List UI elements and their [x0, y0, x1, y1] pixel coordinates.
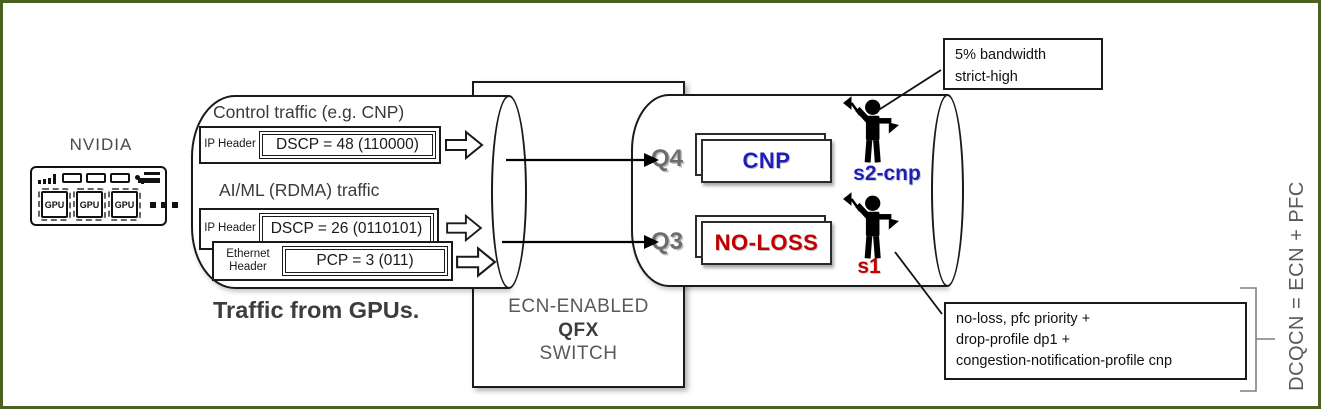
no-loss-profile-callout: no-loss, pfc priority + drop-profile dp1… [944, 302, 1247, 380]
vent-icon [138, 178, 160, 183]
strict-high-callout: 5% bandwidth strict-high [943, 38, 1103, 90]
block-arrow-right-icon [445, 129, 484, 161]
cnp-card-text: CNP [742, 148, 791, 173]
rdma-traffic-title: AI/ML (RDMA) traffic [219, 180, 380, 200]
card-front: NO-LOSS [701, 221, 832, 265]
gpu-chip-icon: GPU [73, 188, 106, 221]
callout-line: 5% bandwidth [955, 47, 1047, 63]
gpu-chip-icon: GPU [108, 188, 141, 221]
qfx-switch-label: ECN-ENABLED QFX SWITCH [474, 295, 683, 366]
ethernet-header-box: Ethernet Header PCP = 3 (011) [212, 241, 453, 281]
semaphore-person-icon [843, 96, 899, 163]
block-arrow-right-icon [446, 213, 483, 243]
cnp-card-stack: CNP [695, 133, 835, 185]
ellipsis-dots-icon [150, 201, 178, 208]
gpu-server-icon: GPU GPU GPU [30, 166, 178, 226]
callout-line: congestion-notification-profile cnp [956, 353, 1173, 370]
switch-label-line3: SWITCH [539, 343, 618, 365]
control-traffic-title: Control traffic (e.g. CNP) [213, 102, 405, 122]
led-dot-icon [135, 175, 140, 180]
traffic-caption: Traffic from GPUs. [213, 297, 420, 323]
header-name: Ethernet Header [226, 247, 270, 273]
ram-slot-icon [110, 173, 130, 183]
callout-line: no-loss, pfc priority + [956, 311, 1091, 327]
card-front: CNP [701, 139, 832, 183]
switch-label-line2: QFX [558, 319, 599, 341]
vent-icon [144, 172, 160, 175]
semaphore-person-icon [843, 192, 899, 259]
header-name: IP Header [204, 222, 256, 235]
nvidia-label: NVIDIA [69, 135, 133, 154]
switch-label-line1: ECN-ENABLED [508, 295, 649, 317]
ingress-pipe-end-cap [491, 95, 527, 289]
callout-line: drop-profile dp1 + [956, 332, 1071, 349]
ip-header-box-cnp: IP Header DSCP = 48 (110000) [199, 126, 441, 164]
signal-bars-icon [38, 174, 56, 184]
dscp-value-box: DSCP = 48 (110000) [259, 131, 436, 159]
no-loss-card-text: NO-LOSS [714, 230, 819, 255]
no-loss-card-stack: NO-LOSS [695, 215, 835, 267]
queue-q4-label: Q4 [651, 145, 684, 172]
scheduler-s2cnp-label: s2-cnp [853, 162, 921, 185]
dcqcn-side-label: DCQCN = ECN + PFC [1286, 181, 1308, 391]
ram-slot-icon [86, 173, 106, 183]
block-arrow-right-icon [456, 246, 497, 278]
header-name: IP Header [204, 138, 256, 151]
gpu-chip-icon: GPU [38, 188, 71, 221]
server-top-panel [38, 172, 160, 186]
gpu-chip-row: GPU GPU GPU [38, 188, 178, 221]
pcp-value-box: PCP = 3 (011) [282, 246, 448, 276]
ram-slot-icon [62, 173, 82, 183]
queue-q3-label: Q3 [651, 228, 684, 255]
scheduler-s1-label: s1 [857, 255, 881, 278]
callout-line: strict-high [955, 68, 1018, 85]
egress-pipe-end-cap [931, 94, 964, 287]
